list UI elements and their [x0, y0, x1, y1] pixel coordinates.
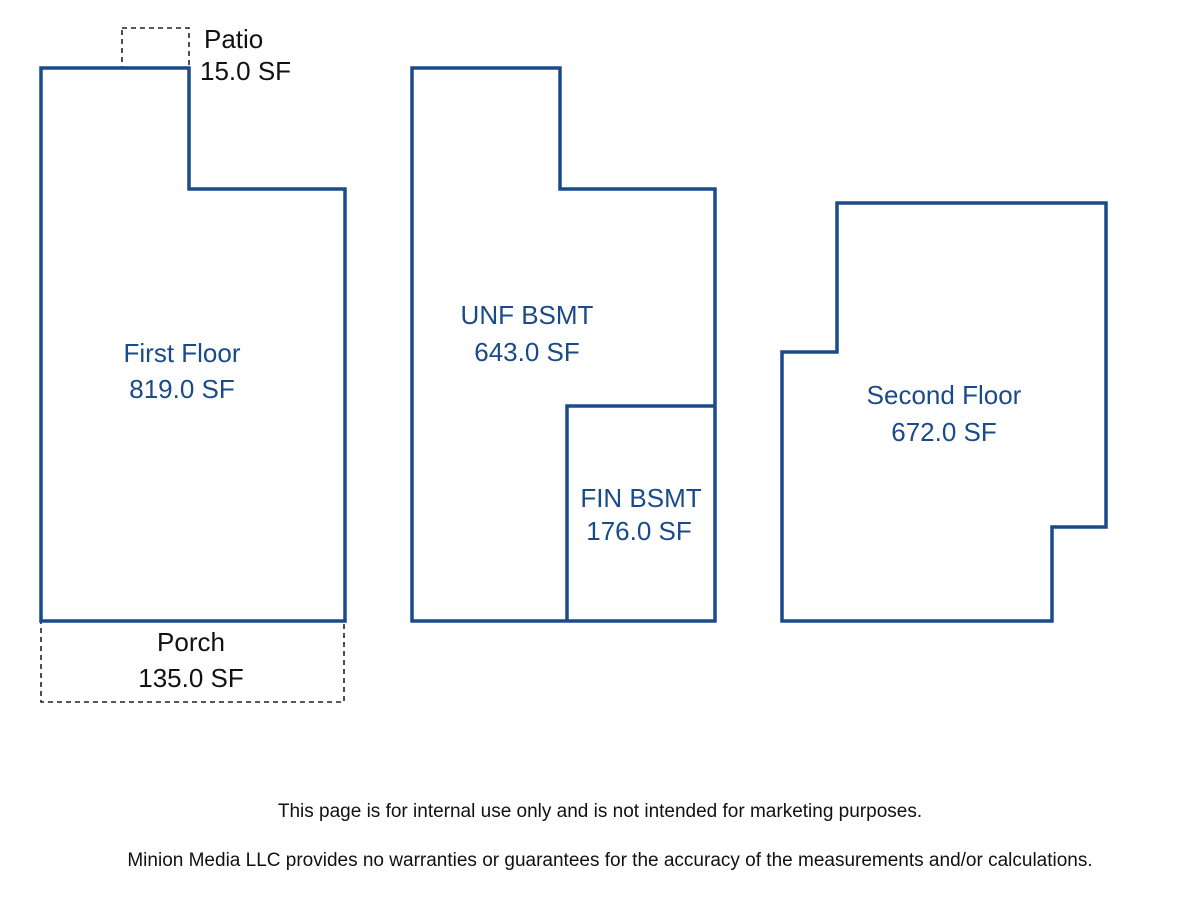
internal-use-disclaimer: This page is for internal use only and i… — [277, 801, 923, 822]
porch-name: Porch — [157, 627, 225, 657]
second-floor-area: 672.0 SF — [891, 417, 997, 447]
fin-bsmt-area: 176.0 SF — [586, 516, 692, 546]
second-floor-name: Second Floor — [867, 380, 1022, 410]
first-floor-area: 819.0 SF — [129, 374, 235, 404]
unf-bsmt-name: UNF BSMT — [461, 300, 594, 330]
fin-bsmt-name: FIN BSMT — [580, 483, 701, 513]
first-floor-outline — [39, 66, 347, 623]
unf-bsmt-area: 643.0 SF — [474, 337, 580, 367]
porch-area: 135.0 SF — [138, 663, 244, 693]
first-floor-name: First Floor — [124, 338, 241, 368]
basement-outline — [410, 66, 717, 623]
second-floor-outline — [780, 201, 1108, 623]
porch-outline — [40, 620, 345, 703]
patio-area: 15.0 SF — [200, 56, 291, 86]
fin-basement-outline — [565, 404, 715, 621]
patio-name: Patio — [204, 24, 263, 54]
accuracy-disclaimer: Minion Media LLC provides no warranties … — [127, 850, 1093, 871]
patio-outline — [121, 27, 190, 69]
